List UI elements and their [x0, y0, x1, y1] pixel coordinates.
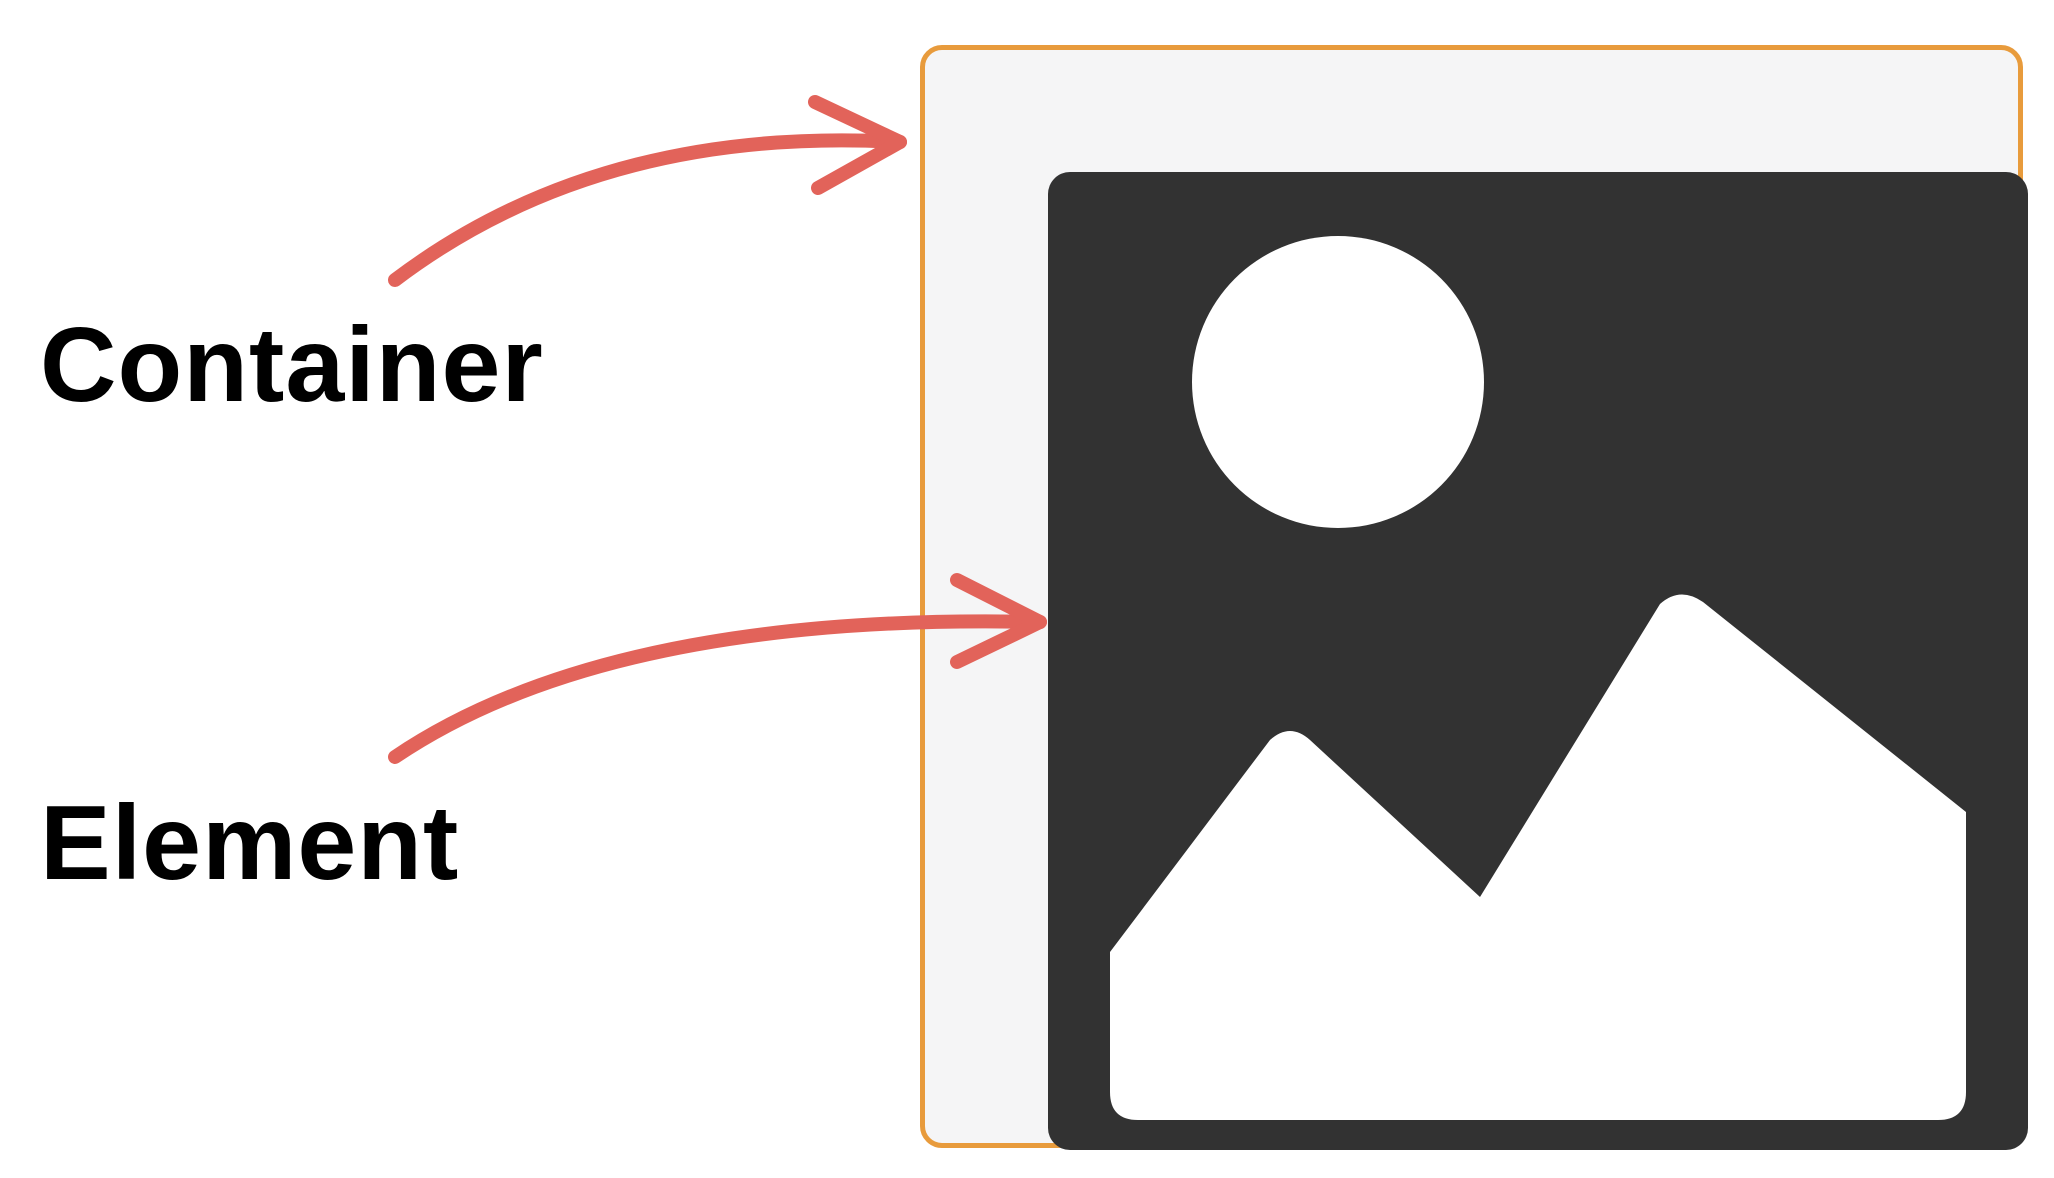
- element-label: Element: [40, 784, 460, 902]
- sun-icon: [1192, 236, 1484, 528]
- mountains-icon: [1110, 594, 1966, 1120]
- image-placeholder-icon: [1110, 236, 1966, 1120]
- element-box: [1048, 172, 2028, 1150]
- container-arrow: [388, 95, 907, 287]
- container-label: Container: [40, 306, 544, 424]
